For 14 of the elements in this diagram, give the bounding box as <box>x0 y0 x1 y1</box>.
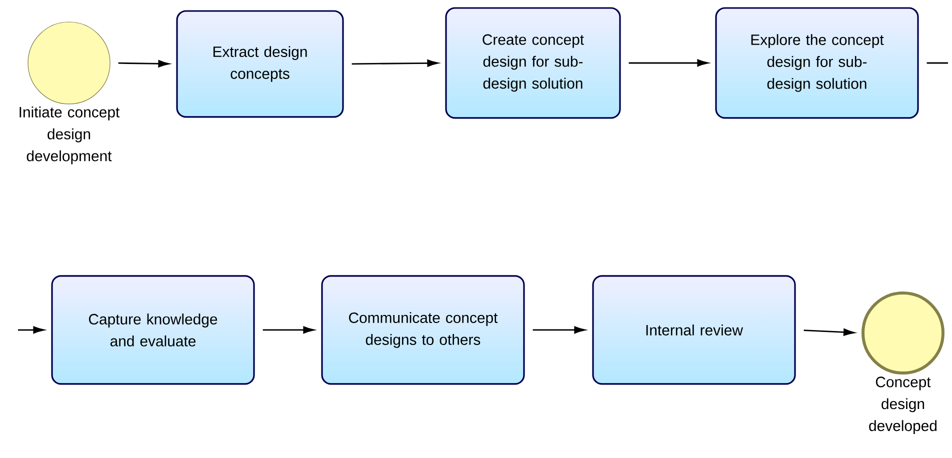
process-box: Extract design concepts <box>176 10 344 118</box>
process-box: Explore the concept design for sub-design solution <box>715 7 919 119</box>
arrow <box>18 326 44 334</box>
process-box: Communicate concept designs to others <box>321 275 525 385</box>
process-box: Capture knowledge and evaluate <box>51 275 255 385</box>
process-box: Internal review <box>592 275 796 385</box>
node-label: Initiate concept design development <box>20 106 120 164</box>
process-box: Create concept design for sub-design solution <box>445 7 621 119</box>
arrow <box>628 59 708 67</box>
arrow <box>532 326 586 334</box>
arrow <box>262 326 314 334</box>
arrow <box>352 60 438 67</box>
node-label: Concept design developed <box>869 376 936 434</box>
arrow <box>118 60 170 68</box>
